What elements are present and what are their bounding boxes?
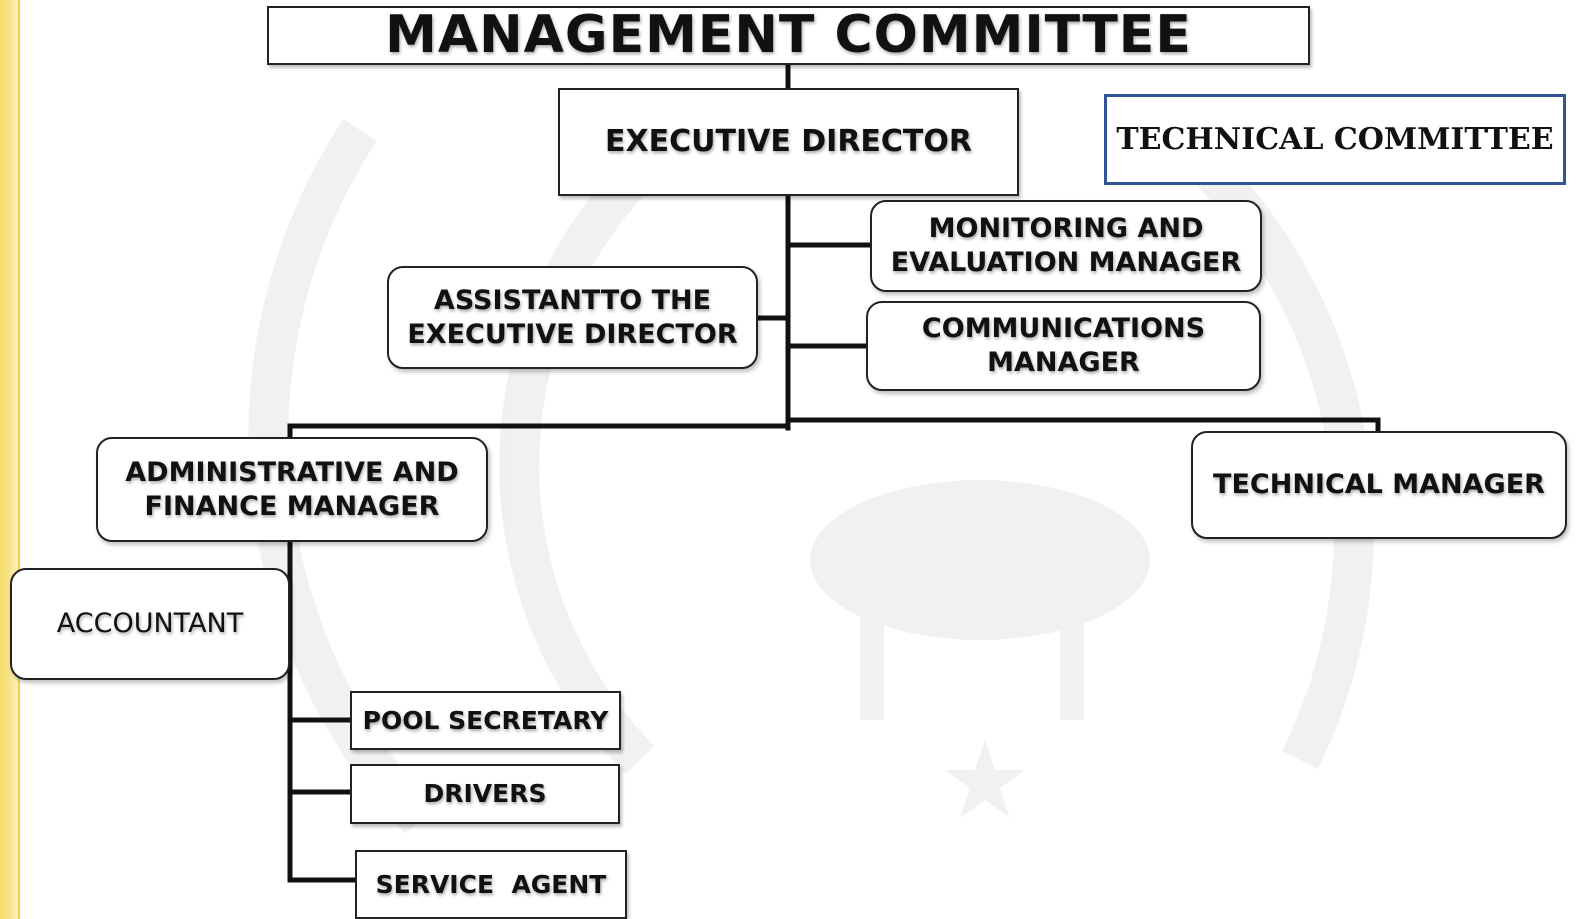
monitoring-label-line2: EVALUATION MANAGER: [890, 247, 1242, 278]
drivers-label: DRIVERS: [423, 779, 547, 809]
communications-manager-box: COMMUNICATIONS MANAGER: [866, 301, 1261, 391]
management-committee-label: MANAGEMENT COMMITTEE: [385, 5, 1192, 65]
drivers-box: DRIVERS: [350, 764, 620, 824]
assistant-label-line1: ASSISTANTTO THE: [433, 284, 712, 316]
executive-director-label: EXECUTIVE DIRECTOR: [604, 124, 973, 160]
technical-manager-box: TECHNICAL MANAGER: [1191, 431, 1567, 539]
admin-label-line1: ADMINISTRATIVE AND: [125, 456, 459, 488]
accountant-box: ACCOUNTANT: [10, 568, 290, 680]
service-agent-label: SERVICE AGENT: [375, 869, 607, 899]
management-committee-box: MANAGEMENT COMMITTEE: [267, 5, 1310, 65]
technical-committee-label: TECHNICAL COMMITTEE: [1116, 121, 1554, 157]
communications-label-line1: COMMUNICATIONS: [921, 313, 1206, 345]
communications-label-line2: MANAGER: [987, 347, 1140, 378]
assistant-executive-director-box: ASSISTANTTO THE EXECUTIVE DIRECTOR: [387, 266, 758, 369]
administrative-finance-manager-box: ADMINISTRATIVE AND FINANCE MANAGER: [96, 437, 488, 542]
technical-committee-box: TECHNICAL COMMITTEE: [1104, 94, 1566, 185]
executive-director-box: EXECUTIVE DIRECTOR: [558, 88, 1019, 196]
technical-manager-label: TECHNICAL MANAGER: [1213, 469, 1545, 501]
side-accent-bar: [0, 0, 20, 919]
pool-secretary-label: POOL SECRETARY: [362, 705, 609, 735]
assistant-label-line2: EXECUTIVE DIRECTOR: [407, 318, 738, 350]
pool-secretary-box: POOL SECRETARY: [350, 691, 621, 750]
service-agent-box: SERVICE AGENT: [355, 850, 627, 919]
monitoring-evaluation-manager-box: MONITORING AND EVALUATION MANAGER: [870, 200, 1262, 292]
admin-label-line2: FINANCE MANAGER: [144, 490, 440, 522]
accountant-label: ACCOUNTANT: [56, 608, 244, 640]
monitoring-label-line1: MONITORING AND: [928, 213, 1204, 245]
